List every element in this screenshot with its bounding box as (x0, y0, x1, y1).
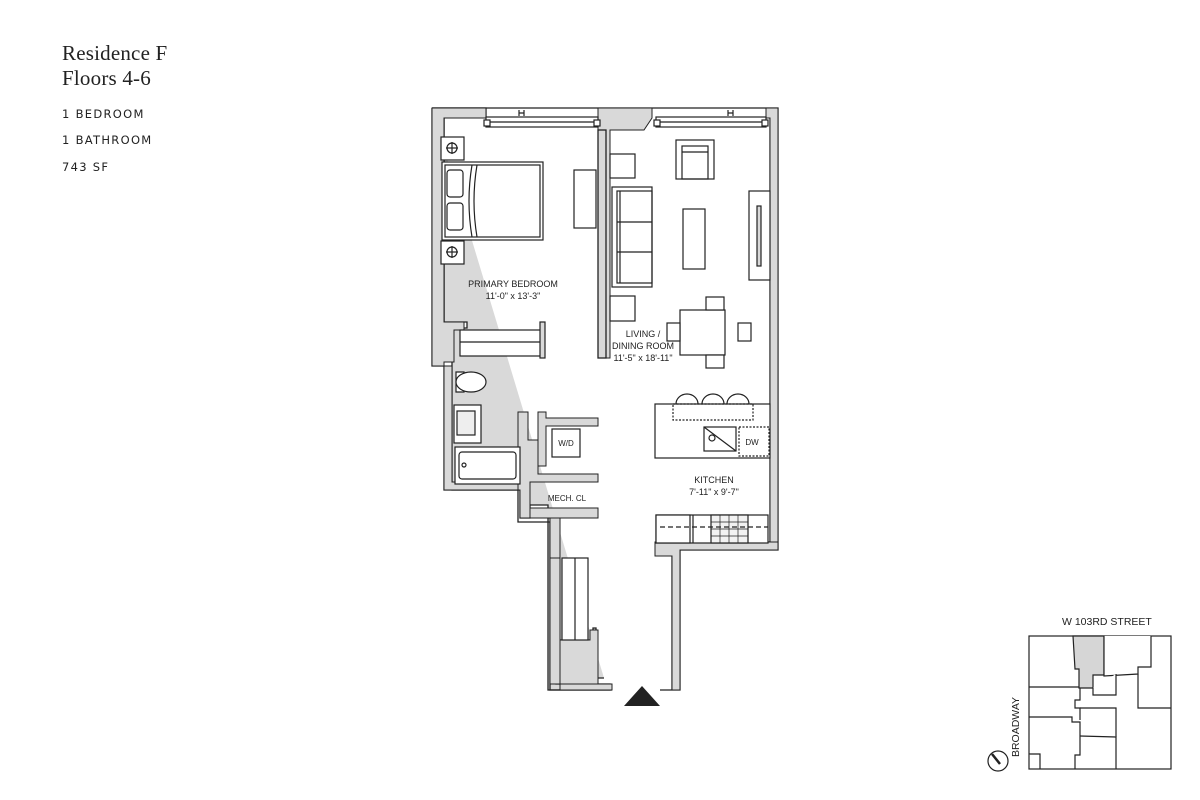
pillow (446, 202, 464, 231)
toilet-bowl-icon (455, 371, 487, 393)
chair (737, 322, 752, 342)
sink-icon (456, 410, 476, 436)
bathroom-fixtures (453, 371, 521, 485)
dresser (573, 169, 597, 229)
kitchen-fixtures (654, 393, 771, 544)
sofa (611, 186, 653, 288)
chair (705, 296, 725, 311)
side-table-2 (609, 295, 636, 322)
square-footage: 743 SF (62, 160, 110, 174)
floors-label: Floors 4-6 (62, 66, 151, 90)
north-arrow-needle (991, 753, 1001, 765)
pillow (446, 169, 464, 198)
living-furniture (609, 139, 771, 369)
living-name-1: LIVING / (626, 329, 661, 339)
bedroom-count: 1 BEDROOM (62, 107, 145, 121)
windows (483, 110, 769, 128)
side-table (609, 153, 636, 179)
residence-name: Residence F (62, 41, 168, 65)
living-name-2: DINING ROOM (612, 341, 674, 351)
wd-label: W/D (558, 439, 574, 448)
residence-title: Residence F Floors 4-6 (62, 41, 167, 91)
chair (705, 354, 725, 369)
bedroom-furniture (440, 136, 597, 359)
stool (675, 393, 699, 405)
fridge (655, 514, 691, 544)
dw-label: DW (745, 438, 759, 447)
stool (701, 393, 725, 405)
closet (459, 329, 545, 357)
coffee-table (682, 208, 706, 270)
entry-arrow-icon (624, 686, 660, 706)
stool (726, 393, 750, 405)
washer-dryer (551, 428, 581, 458)
chair (666, 322, 681, 342)
hall-closet (561, 557, 589, 641)
living-dims: 11'-5" x 18'-11" (613, 353, 672, 363)
dining-table (679, 309, 726, 356)
bedroom-dims: 11'-0" x 13'-3" (486, 291, 541, 301)
street-top-label: W 103RD STREET (1062, 616, 1152, 628)
bedroom-name: PRIMARY BEDROOM (468, 279, 558, 289)
mech-closet-label: MECH. CL (548, 494, 587, 503)
dishwasher (738, 426, 770, 457)
street-left-label: BROADWAY (1010, 697, 1022, 757)
laundry (551, 428, 581, 458)
key-plan: W 103RD STREET BROADWAY (987, 616, 1172, 772)
bathroom-count: 1 BATHROOM (62, 133, 153, 147)
kitchen-dims: 7'-11" x 9'-7" (689, 487, 739, 497)
partition-wall (597, 129, 607, 359)
kitchen-name: KITCHEN (694, 475, 734, 485)
